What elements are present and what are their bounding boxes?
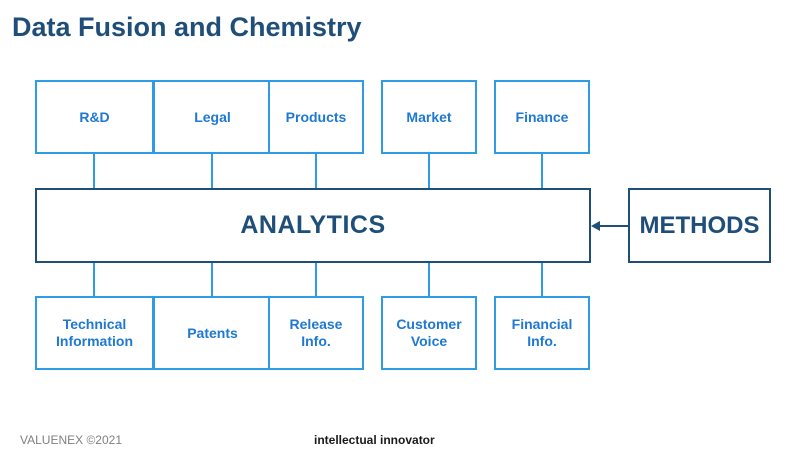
box-technical-information: Technical Information	[35, 296, 154, 370]
box-patents: Patents	[153, 296, 272, 370]
box-release-info: Release Info.	[268, 296, 364, 370]
box-market: Market	[381, 80, 477, 154]
analytics-box: ANALYTICS	[35, 188, 591, 263]
footer-copyright: VALUENEX ©2021	[20, 433, 123, 447]
footer-tagline: intellectual innovator	[314, 433, 435, 447]
box-customer-voice: Customer Voice	[381, 296, 477, 370]
methods-arrow-head	[591, 221, 600, 231]
page-title: Data Fusion and Chemistry	[12, 12, 362, 42]
box-products: Products	[268, 80, 364, 154]
methods-box: METHODS	[628, 188, 771, 263]
box-rnd: R&D	[35, 80, 154, 154]
box-financial-info: Financial Info.	[494, 296, 590, 370]
box-finance: Finance	[494, 80, 590, 154]
box-legal: Legal	[153, 80, 272, 154]
